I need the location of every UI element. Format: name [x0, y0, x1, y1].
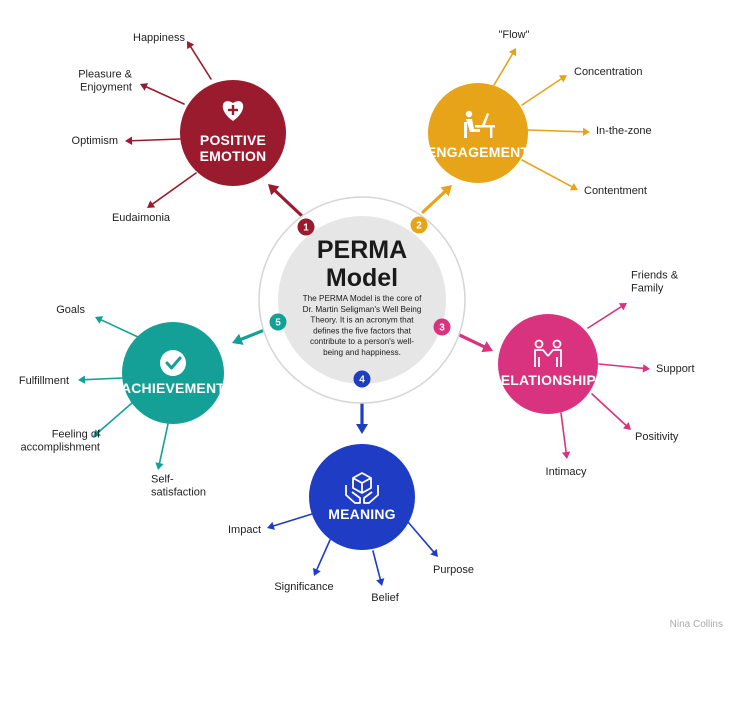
leaf-label-meaning: Purpose — [433, 564, 474, 576]
heart-plus-icon — [222, 101, 244, 121]
pillar-circle-engagement — [428, 83, 528, 183]
svg-text:1: 1 — [303, 223, 309, 234]
leaf-arrow-engagement — [493, 48, 517, 86]
leaf-arrow-engagement — [521, 159, 578, 191]
center-description-line: defines the five factors that — [313, 326, 412, 335]
leaf-label-achievement: Goals — [56, 304, 85, 316]
leaf-label-positive-emotion: Eudaimonia — [112, 212, 171, 224]
connector-engagement — [421, 185, 452, 214]
leaf-arrow-relationships — [587, 303, 627, 329]
leaf-arrow-positive-emotion — [140, 83, 185, 105]
center-description-line: Dr. Martin Seligman's Well Being — [303, 305, 422, 314]
number-badges: 1 2 3 4 5 — [269, 216, 451, 388]
leaf-label-engagement: Contentment — [584, 185, 647, 197]
pillar-circle-meaning — [309, 444, 415, 550]
leaf-arrow-positive-emotion — [125, 136, 181, 145]
svg-text:2: 2 — [416, 221, 422, 232]
number-badge-meaning: 4 — [353, 370, 371, 388]
leaf-arrow-meaning — [372, 550, 385, 586]
number-badge-relationships: 3 — [433, 318, 451, 336]
pillar-title-engagement: ENGAGEMENT — [427, 144, 530, 160]
pillar-engagement: ENGAGEMENT — [427, 83, 530, 183]
leaf-arrow-meaning — [267, 513, 313, 530]
leaf-arrow-engagement — [521, 75, 567, 106]
leaf-label-positive-emotion: Pleasure &Enjoyment — [78, 69, 132, 94]
leaf-arrow-achievement — [95, 316, 139, 338]
pillar-title-achievement: ACHIEVEMENT — [121, 380, 225, 396]
leaf-label-engagement: Concentration — [574, 66, 643, 78]
center-description-line: contribute to a person's well- — [310, 337, 414, 346]
leaf-label-relationships: Positivity — [635, 431, 679, 443]
leaf-label-positive-emotion: Happiness — [133, 32, 185, 44]
center-description-line: being and happiness. — [323, 348, 401, 357]
leaf-label-engagement: "Flow" — [498, 29, 529, 41]
leaf-label-relationships: Support — [656, 363, 695, 375]
number-badge-achievement: 5 — [269, 313, 287, 331]
pillar-circle-positive-emotion — [180, 80, 286, 186]
leaf-label-relationships: Friends &Family — [631, 270, 679, 295]
center-description-line: The PERMA Model is the core of — [303, 294, 422, 303]
center-title-line: Model — [326, 264, 398, 292]
checkmark-circle-icon — [160, 350, 186, 376]
center-title-line: PERMA — [317, 236, 407, 264]
pillar-title-relationships: RELATIONSHIPS — [490, 372, 605, 388]
center-inner-disc — [278, 216, 446, 384]
person-at-desk-icon — [464, 110, 495, 138]
leaf-label-achievement: Fulfillment — [19, 375, 69, 387]
leaf-arrows — [78, 41, 650, 586]
pillar-title-meaning: MEANING — [328, 506, 396, 522]
leaf-arrow-positive-emotion — [147, 172, 197, 208]
number-badge-positive-emotion: 1 — [297, 218, 315, 236]
hands-holding-box-icon — [345, 472, 379, 504]
pillar-meaning: MEANING — [309, 444, 415, 550]
leaf-arrow-positive-emotion — [187, 41, 212, 80]
leaf-arrow-meaning — [407, 521, 438, 557]
leaf-label-positive-emotion: Optimism — [72, 135, 118, 147]
pillar-achievement: ACHIEVEMENT — [121, 322, 225, 424]
handshake-icon — [534, 339, 562, 367]
svg-text:4: 4 — [359, 375, 365, 386]
connector-positive-emotion — [268, 184, 304, 218]
leaf-arrow-achievement — [78, 375, 123, 384]
credit-text: Nina Collins — [670, 619, 723, 630]
leaf-arrow-relationships — [560, 412, 571, 459]
leaf-arrow-relationships — [598, 363, 650, 373]
leaf-arrow-relationships — [591, 393, 631, 430]
number-badge-engagement: 2 — [410, 216, 428, 234]
svg-text:3: 3 — [439, 323, 445, 334]
leaf-arrow-achievement — [93, 402, 133, 437]
leaf-label-achievement: Self-satisfaction — [151, 474, 206, 499]
leaf-label-meaning: Impact — [228, 524, 261, 536]
pillar-relationships: RELATIONSHIPS — [490, 314, 605, 414]
leaf-label-relationships: Intimacy — [546, 466, 587, 478]
pillar-circle-relationships — [498, 314, 598, 414]
leaf-label-engagement: In-the-zone — [596, 125, 652, 137]
leaf-arrow-engagement — [527, 127, 590, 136]
leaf-label-meaning: Significance — [274, 581, 333, 593]
svg-text:5: 5 — [275, 318, 281, 329]
center-description-line: Theory. It is an acronym that — [310, 316, 414, 325]
leaf-arrow-achievement — [155, 423, 169, 470]
leaf-arrow-meaning — [313, 539, 331, 576]
center-description: The PERMA Model is the core of Dr. Martin… — [303, 294, 423, 357]
leaf-label-meaning: Belief — [371, 592, 399, 604]
